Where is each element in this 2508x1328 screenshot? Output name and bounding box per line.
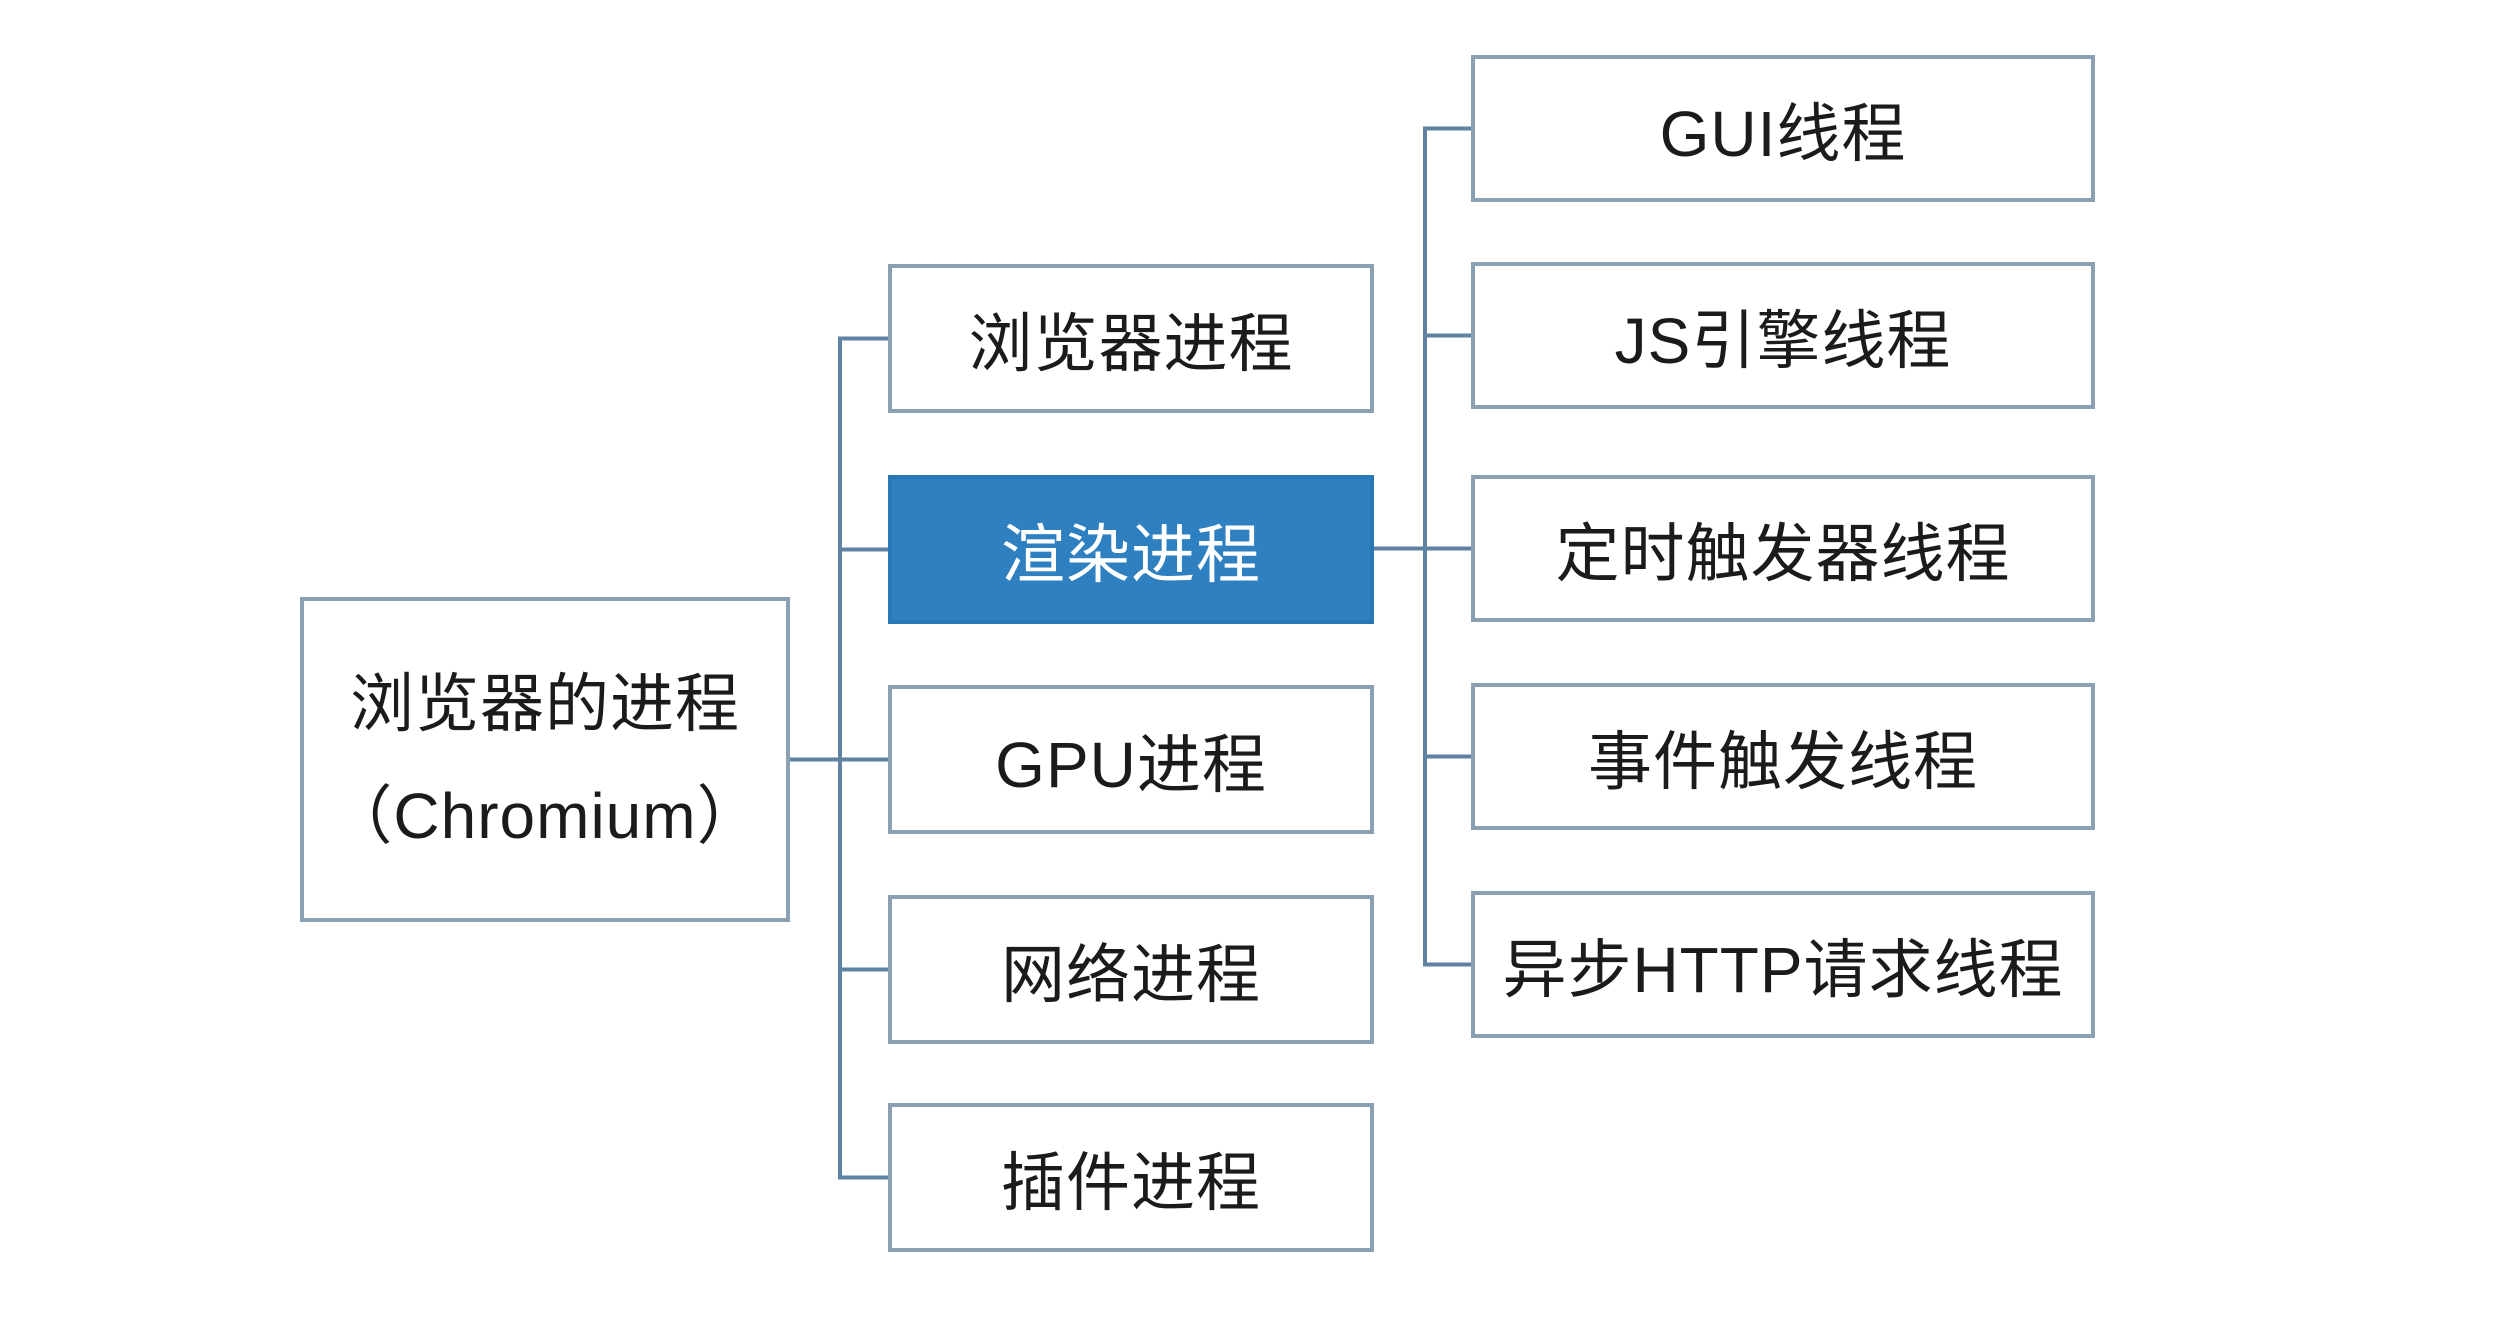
- root-node-label-line1: 浏览器的进程: [350, 667, 740, 740]
- root-node-label-line2: （Chromium）: [328, 779, 762, 852]
- thread-node-label: 异步HTTP请求线程: [1502, 933, 2064, 1006]
- process-node-renderer: 渲染进程: [888, 475, 1374, 624]
- process-node-network: 网络进程: [888, 895, 1374, 1044]
- process-node-browser: 浏览器进程: [888, 264, 1374, 413]
- process-node-label: 渲染进程: [1001, 518, 1261, 591]
- thread-node-label: 事件触发线程: [1588, 725, 1978, 798]
- thread-node-label: JS引擎线程: [1614, 304, 1952, 377]
- thread-node-timer-trigger: 定时触发器线程: [1471, 475, 2095, 622]
- thread-node-js-engine: JS引擎线程: [1471, 262, 2095, 409]
- process-node-label: GPU进程: [995, 728, 1267, 801]
- process-node-label: 浏览器进程: [968, 307, 1294, 380]
- process-node-label: 网络进程: [1001, 938, 1261, 1011]
- thread-node-label: GUI线程: [1659, 97, 1907, 170]
- process-node-label: 插件进程: [1001, 1146, 1261, 1219]
- thread-node-label: 定时触发器线程: [1555, 517, 2011, 590]
- thread-node-gui: GUI线程: [1471, 55, 2095, 202]
- root-node-browser-process: 浏览器的进程 （Chromium）: [300, 597, 790, 922]
- thread-node-event-trigger: 事件触发线程: [1471, 683, 2095, 830]
- process-node-plugin: 插件进程: [888, 1103, 1374, 1252]
- thread-node-async-http: 异步HTTP请求线程: [1471, 891, 2095, 1038]
- process-node-gpu: GPU进程: [888, 685, 1374, 834]
